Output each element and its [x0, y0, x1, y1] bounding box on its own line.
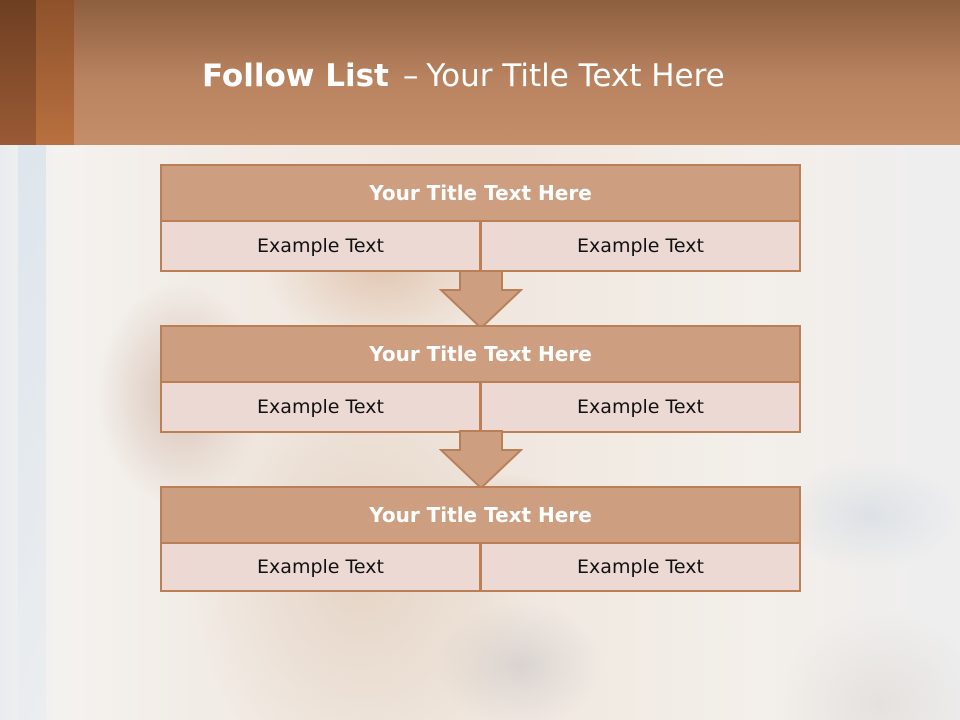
- block-3-left-cell: Example Text: [160, 542, 481, 592]
- block-2-right-cell: Example Text: [480, 381, 801, 433]
- follow-block-1: Your Title Text Here Example Text Exampl…: [160, 164, 801, 272]
- down-arrow-icon: [439, 430, 523, 490]
- background-window: [18, 145, 46, 720]
- follow-block-3: Your Title Text Here Example Text Exampl…: [160, 486, 801, 592]
- header-accent-dark: [0, 0, 36, 145]
- header-accent-mid: [36, 0, 74, 145]
- slide-title-bold: Follow List: [202, 58, 389, 94]
- slide-title-light: Your Title Text Here: [426, 58, 725, 94]
- slide-title: Follow List–Your Title Text Here: [202, 52, 725, 100]
- block-1-left-cell: Example Text: [160, 220, 481, 272]
- block-3-title: Your Title Text Here: [160, 486, 801, 544]
- follow-block-2: Your Title Text Here Example Text Exampl…: [160, 325, 801, 433]
- header-band: [0, 0, 960, 145]
- slide-title-dash: –: [402, 58, 419, 94]
- block-2-left-cell: Example Text: [160, 381, 481, 433]
- block-2-title: Your Title Text Here: [160, 325, 801, 383]
- block-1-right-cell: Example Text: [480, 220, 801, 272]
- down-arrow-icon: [439, 270, 523, 330]
- block-3-right-cell: Example Text: [480, 542, 801, 592]
- block-1-title: Your Title Text Here: [160, 164, 801, 222]
